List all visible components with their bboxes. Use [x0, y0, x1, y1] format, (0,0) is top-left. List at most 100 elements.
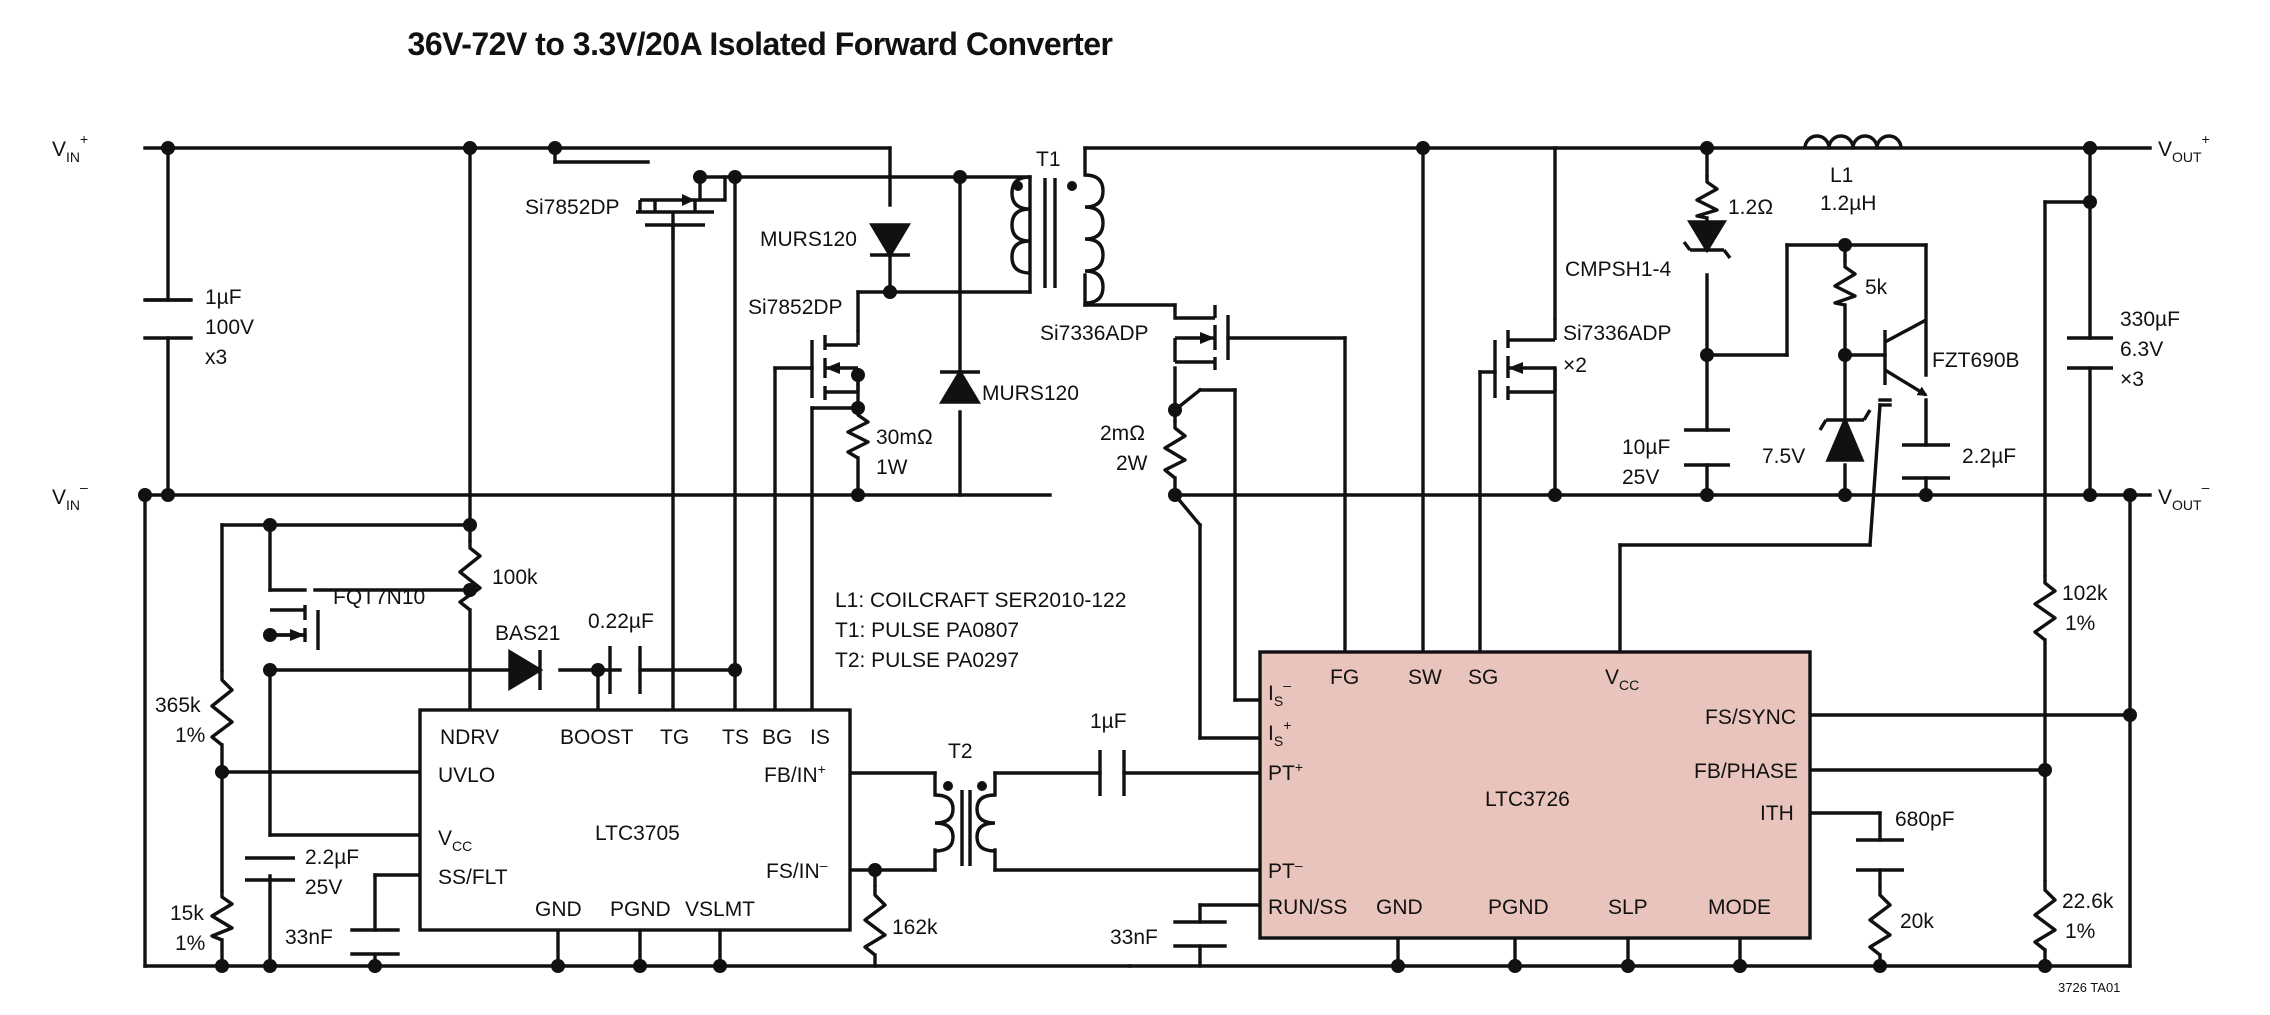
cin-value: 1µF — [205, 286, 242, 309]
ltc3726-pin-pt-plus: PT+ — [1268, 759, 1303, 785]
c-680pf-label: 680pF — [1895, 808, 1955, 831]
c-10uf-value: 10µF — [1622, 436, 1670, 459]
ltc3726-pin-ith: ITH — [1760, 802, 1794, 825]
r-5k-label: 5k — [1865, 276, 1888, 299]
r-102k-value: 102k — [2062, 582, 2108, 605]
cout-value: 330µF — [2120, 308, 2180, 331]
ltc3705-pin-tg: TG — [660, 726, 689, 749]
c-vcc-value: 2.2µF — [305, 846, 359, 869]
t2-label: T2 — [948, 740, 973, 763]
cout-voltage: 6.3V — [2120, 338, 2163, 361]
vout-plus-label: VOUT+ — [2158, 131, 2210, 165]
q-bottom-label: Si7852DP — [748, 296, 843, 319]
c-22uf-out-label: 2.2µF — [1962, 445, 2016, 468]
d-clamp1-label: MURS120 — [760, 228, 857, 251]
ltc3726-pin-mode: MODE — [1708, 896, 1771, 919]
ltc3705-pin-fbin: FB/IN+ — [764, 761, 826, 787]
note-t1: T1: PULSE PA0807 — [835, 619, 1019, 642]
r-20k-label: 20k — [1900, 910, 1934, 933]
c-ss-3705-label: 33nF — [285, 926, 333, 949]
ltc3726-name: LTC3726 — [1485, 788, 1570, 811]
schematic-title: 36V-72V to 3.3V/20A Isolated Forward Con… — [407, 26, 1113, 62]
rsense-secondary-power: 2W — [1116, 452, 1148, 475]
c-10uf-voltage: 25V — [1622, 466, 1659, 489]
ltc3705-pin-boost: BOOST — [560, 726, 634, 749]
q-fzt-label: FZT690B — [1932, 349, 2020, 372]
l1-value: 1.2µH — [1820, 192, 1876, 215]
t1-label: T1 — [1036, 148, 1061, 171]
q-sync-fg-label: Si7336ADP — [1040, 322, 1149, 345]
ltc3726-pin-fg: FG — [1330, 666, 1359, 689]
r-226k-value: 22.6k — [2062, 890, 2114, 913]
r-102k-tol: 1% — [2065, 612, 2095, 635]
q-sync-sg-label: Si7336ADP — [1563, 322, 1672, 345]
l1-name: L1 — [1830, 164, 1853, 187]
capacitors — [145, 298, 2113, 882]
q-fqt-label: FQT7N10 — [333, 586, 425, 609]
c-boost-label: 0.22µF — [588, 610, 654, 633]
vout-minus-label: VOUT– — [2158, 479, 2210, 513]
rsense-secondary-value: 2mΩ — [1100, 422, 1145, 445]
c-vcc-voltage: 25V — [305, 876, 342, 899]
cout-count: ×3 — [2120, 368, 2144, 391]
zener-label: 7.5V — [1762, 445, 1805, 468]
note-l1: L1: COILCRAFT SER2010-122 — [835, 589, 1126, 612]
ltc3726-pin-sg: SG — [1468, 666, 1498, 689]
ltc3726-pin-is-plus: IS+ — [1268, 717, 1291, 749]
ltc3705-box — [418, 708, 852, 932]
ltc3705-pin-fsin: FS/IN– — [766, 857, 828, 883]
r-15k-value: 15k — [170, 902, 204, 925]
r-15k-tol: 1% — [175, 932, 205, 955]
c-ss-3726-label: 33nF — [1110, 926, 1158, 949]
mosfets — [270, 198, 1928, 650]
r-162k-label: 162k — [892, 916, 938, 939]
ltc3726-pin-vcc: VCC — [1605, 666, 1639, 693]
ltc3726-pin-gnd: GND — [1376, 896, 1423, 919]
ltc3726-pin-fbphase: FB/PHASE — [1694, 760, 1798, 783]
figure-id: 3726 TA01 — [2058, 980, 2120, 995]
ltc3705-pin-vcc: VCC — [438, 827, 472, 854]
ltc3705-pin-uvlo: UVLO — [438, 764, 495, 787]
rsense-primary-power: 1W — [876, 456, 908, 479]
ltc3726-pin-runss: RUN/SS — [1268, 896, 1347, 919]
diodes — [508, 220, 1872, 692]
ltc3726-pin-slp: SLP — [1608, 896, 1648, 919]
ltc3705-pin-vslmt: VSLMT — [685, 898, 755, 921]
ltc3705-pin-ndrv: NDRV — [440, 726, 499, 749]
resistors — [210, 134, 2057, 957]
ltc3726-pin-pt-minus: PT– — [1268, 857, 1303, 883]
vin-plus-label: VIN+ — [52, 131, 88, 165]
junctions — [138, 141, 2137, 973]
r-226k-tol: 1% — [2065, 920, 2095, 943]
d-bas21-label: BAS21 — [495, 622, 560, 645]
cin-voltage: 100V — [205, 316, 254, 339]
cin-count: x3 — [205, 346, 227, 369]
q-sync-sg-count: ×2 — [1563, 354, 1587, 377]
rsense-primary-value: 30mΩ — [876, 426, 933, 449]
q-top-label: Si7852DP — [525, 196, 620, 219]
ltc3726-pin-is-minus: IS– — [1268, 677, 1291, 709]
ltc3705-pin-is: IS — [810, 726, 830, 749]
ltc3726-pin-pgnd: PGND — [1488, 896, 1549, 919]
note-t2: T2: PULSE PA0297 — [835, 649, 1019, 672]
ltc3705-pin-bg: BG — [762, 726, 792, 749]
transformer-dots — [943, 181, 1077, 791]
ltc3705-name: LTC3705 — [595, 822, 680, 845]
r-365k-value: 365k — [155, 694, 201, 717]
ltc3726-box — [1258, 650, 1812, 940]
d-cmpsh-label: CMPSH1-4 — [1565, 258, 1672, 281]
ltc3726-pin-sw: SW — [1408, 666, 1442, 689]
vin-minus-label: VIN– — [52, 479, 88, 513]
ltc3705-pin-pgnd: PGND — [610, 898, 671, 921]
mosfet-arrows — [290, 194, 1523, 641]
r-365k-tol: 1% — [175, 724, 205, 747]
d-clamp2-label: MURS120 — [982, 382, 1079, 405]
ltc3705-pin-gnd: GND — [535, 898, 582, 921]
r-100k-label: 100k — [492, 566, 538, 589]
ltc3705-pin-ssflt: SS/FLT — [438, 866, 508, 889]
c-1uf-couple-label: 1µF — [1090, 710, 1127, 733]
transformers — [934, 173, 1105, 866]
r-12ohm-label: 1.2Ω — [1728, 196, 1773, 219]
ltc3726-pin-fssync: FS/SYNC — [1705, 706, 1796, 729]
